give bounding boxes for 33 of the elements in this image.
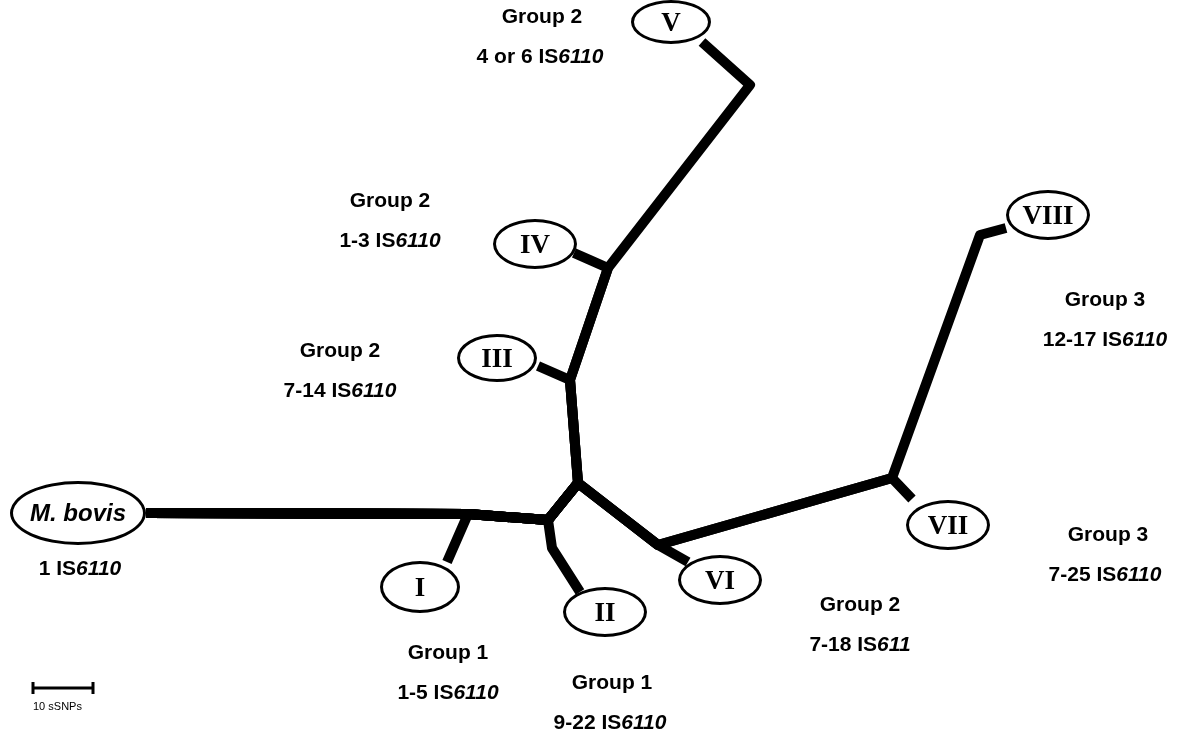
node-label: VI [705, 564, 735, 596]
copy-number-label: 1-5 IS6110 [397, 680, 499, 704]
group-label: Group 2 [501, 4, 583, 28]
node-label: I [414, 571, 426, 603]
ellipse-node [493, 219, 577, 269]
copy-number-label: 12-17 IS6110 [1042, 327, 1168, 351]
ellipse-node [1006, 190, 1090, 240]
group-label: Group 2 [349, 188, 431, 212]
node-label: II [594, 596, 616, 628]
node-label: III [481, 342, 513, 374]
group-label: Group 1 [571, 670, 653, 694]
node-label: IV [520, 228, 550, 260]
ellipse-node [906, 500, 990, 550]
copy-number-label: 4 or 6 IS6110 [476, 44, 604, 68]
copy-number-label: 7-25 IS6110 [1048, 562, 1162, 586]
ellipse-node [631, 0, 711, 44]
group-label: Group 3 [1067, 522, 1149, 546]
copy-number-label: 1 IS6110 [38, 556, 122, 580]
node-label: VIII [1022, 199, 1074, 231]
group-label: Group 1 [407, 640, 489, 664]
group-label: Group 3 [1064, 287, 1146, 311]
copy-number-label: 7-14 IS6110 [283, 378, 397, 402]
node-label: VII [927, 509, 969, 541]
node-label: M. bovis [30, 499, 126, 527]
group-label: Group 2 [299, 338, 381, 362]
ellipse-node [457, 334, 537, 382]
node-label: V [661, 6, 681, 38]
copy-number-label: 7-18 IS611 [809, 632, 911, 656]
ellipse-node [678, 555, 762, 605]
group-label: Group 2 [819, 592, 901, 616]
scale-label: 10 sSNPs [33, 700, 82, 712]
copy-number-label: 1-3 IS6110 [339, 228, 441, 252]
copy-number-label: 9-22 IS6110 [553, 710, 667, 734]
